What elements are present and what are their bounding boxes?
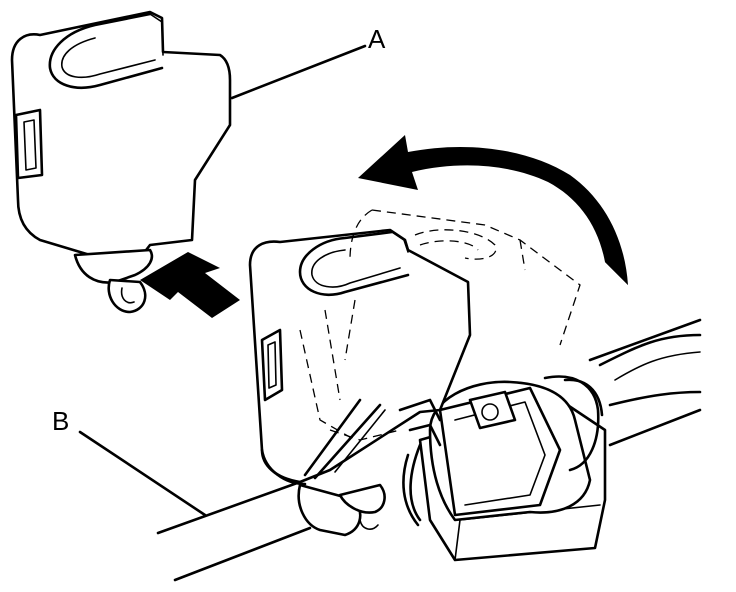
leader-line-b <box>78 430 207 517</box>
retainer-clip-ghost <box>299 209 581 441</box>
callout-label-b: B <box>52 406 70 436</box>
quick-connector <box>402 375 607 562</box>
rotation-arrow <box>358 135 628 285</box>
insert-arrow <box>140 252 240 318</box>
retainer-clip-installed <box>248 228 472 537</box>
retainer-clip-a <box>10 10 232 314</box>
leader-lines <box>78 44 367 517</box>
callout-label-a: A <box>368 24 386 54</box>
fuel-line <box>156 318 702 582</box>
leader-line-a <box>230 44 367 100</box>
